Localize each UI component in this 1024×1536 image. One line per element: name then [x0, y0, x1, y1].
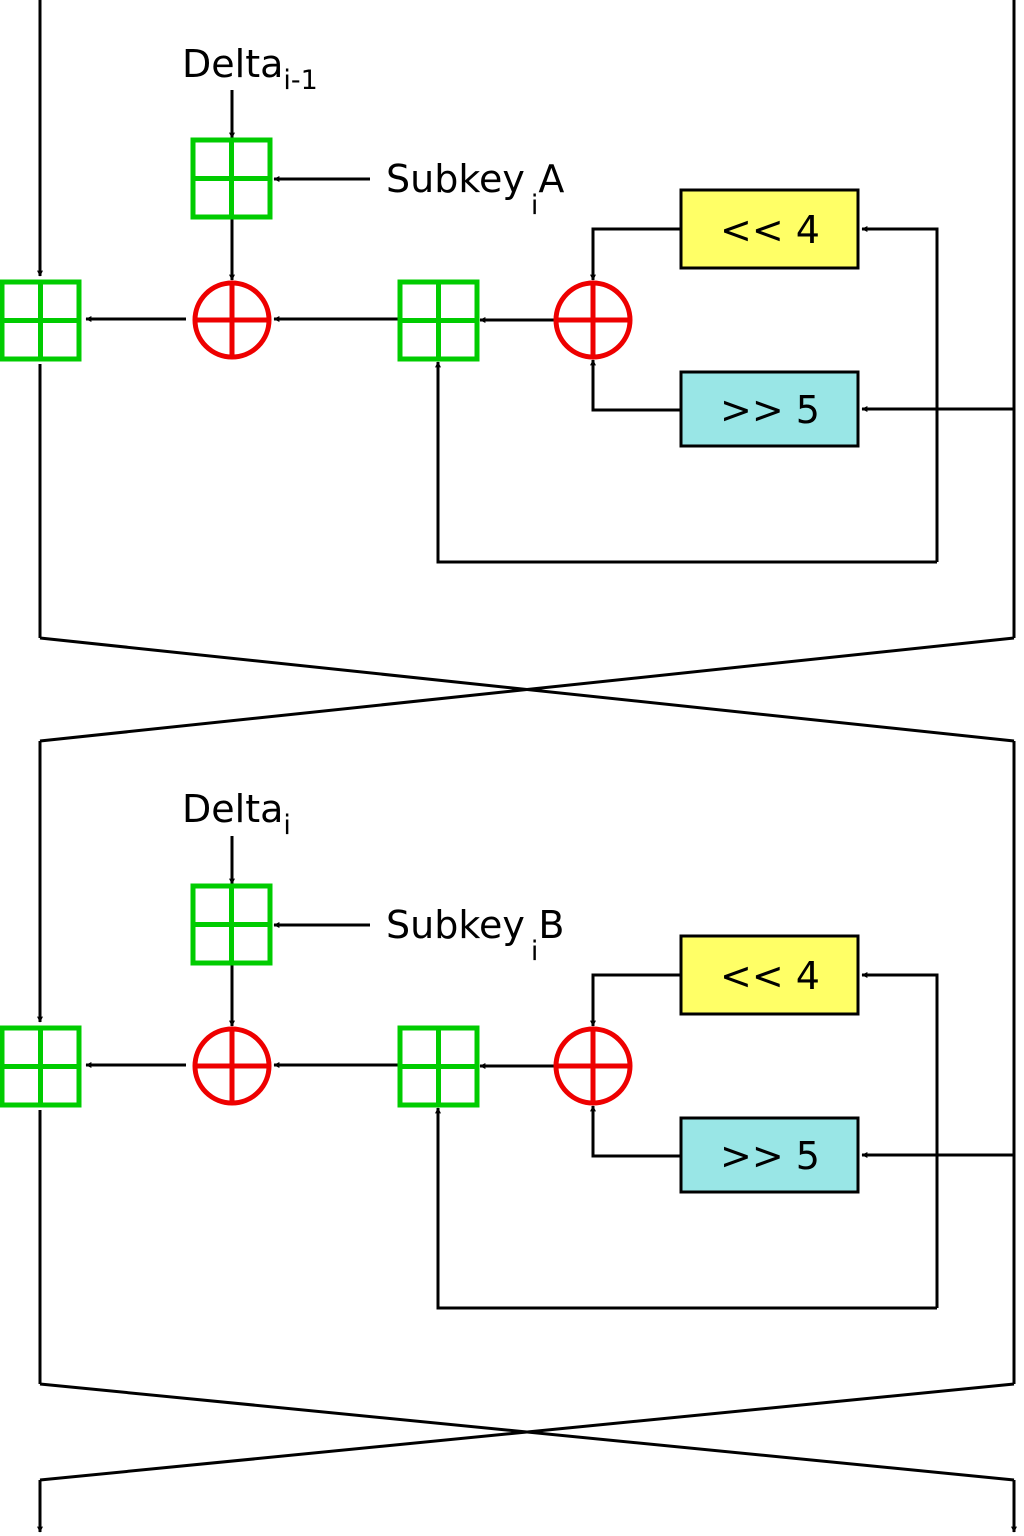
left-xor	[192, 280, 272, 360]
crossover-right-to-left	[39, 636, 1015, 743]
subkey-label-sub: i	[531, 936, 539, 967]
delta-label: Deltai	[182, 787, 291, 841]
delta-adder	[190, 137, 273, 220]
shift-left-box: << 4	[679, 188, 860, 270]
round-b: << 4 >> 5 Deltai SubkeyiB	[0, 741, 1017, 1533]
round-a: << 4 >> 5 Deltai-1 SubkeyiA	[0, 0, 1016, 743]
left-xor	[192, 1026, 272, 1106]
delta-label-sub: i-1	[283, 65, 317, 96]
subkey-label-sub: i	[531, 190, 539, 221]
feedback-loop-wire	[861, 226, 939, 562]
delta-label-main: Delta	[182, 42, 283, 86]
shift-right-box: >> 5	[679, 370, 860, 448]
subkey-label: SubkeyiA	[386, 157, 564, 221]
shl-to-xor-wire	[590, 973, 680, 1027]
shr-to-xor-wire	[590, 1105, 680, 1158]
left-adder	[0, 1025, 82, 1108]
feedback-loop-wire	[861, 972, 939, 1308]
right-xor	[553, 280, 633, 360]
delta-label-sub: i	[283, 810, 291, 841]
middle-adder	[397, 279, 480, 362]
delta-label: Deltai-1	[182, 42, 318, 96]
shr-to-xor-wire	[590, 359, 680, 412]
delta-adder	[190, 883, 273, 966]
subkey-label-suffix: B	[538, 903, 564, 947]
shift-right-box: >> 5	[679, 1116, 860, 1194]
delta-label-main: Delta	[182, 787, 283, 831]
middle-adder	[397, 1025, 480, 1108]
subkey-label-suffix: A	[538, 157, 564, 201]
shift-left-label: << 4	[720, 208, 820, 252]
shift-right-label: >> 5	[720, 1134, 820, 1178]
shift-right-label: >> 5	[720, 388, 820, 432]
right-xor	[553, 1026, 633, 1106]
subkey-label-main: Subkey	[386, 157, 525, 201]
shift-left-label: << 4	[720, 954, 820, 998]
subkey-label: SubkeyiB	[386, 903, 564, 967]
left-adder	[0, 279, 82, 362]
crossover-right-to-left	[39, 1382, 1015, 1482]
feedback-bottom-wire	[435, 1107, 937, 1310]
shl-to-xor-wire	[590, 227, 680, 281]
subkey-label-main: Subkey	[386, 903, 525, 947]
shift-left-box: << 4	[679, 934, 860, 1016]
feedback-bottom-wire	[435, 361, 937, 564]
